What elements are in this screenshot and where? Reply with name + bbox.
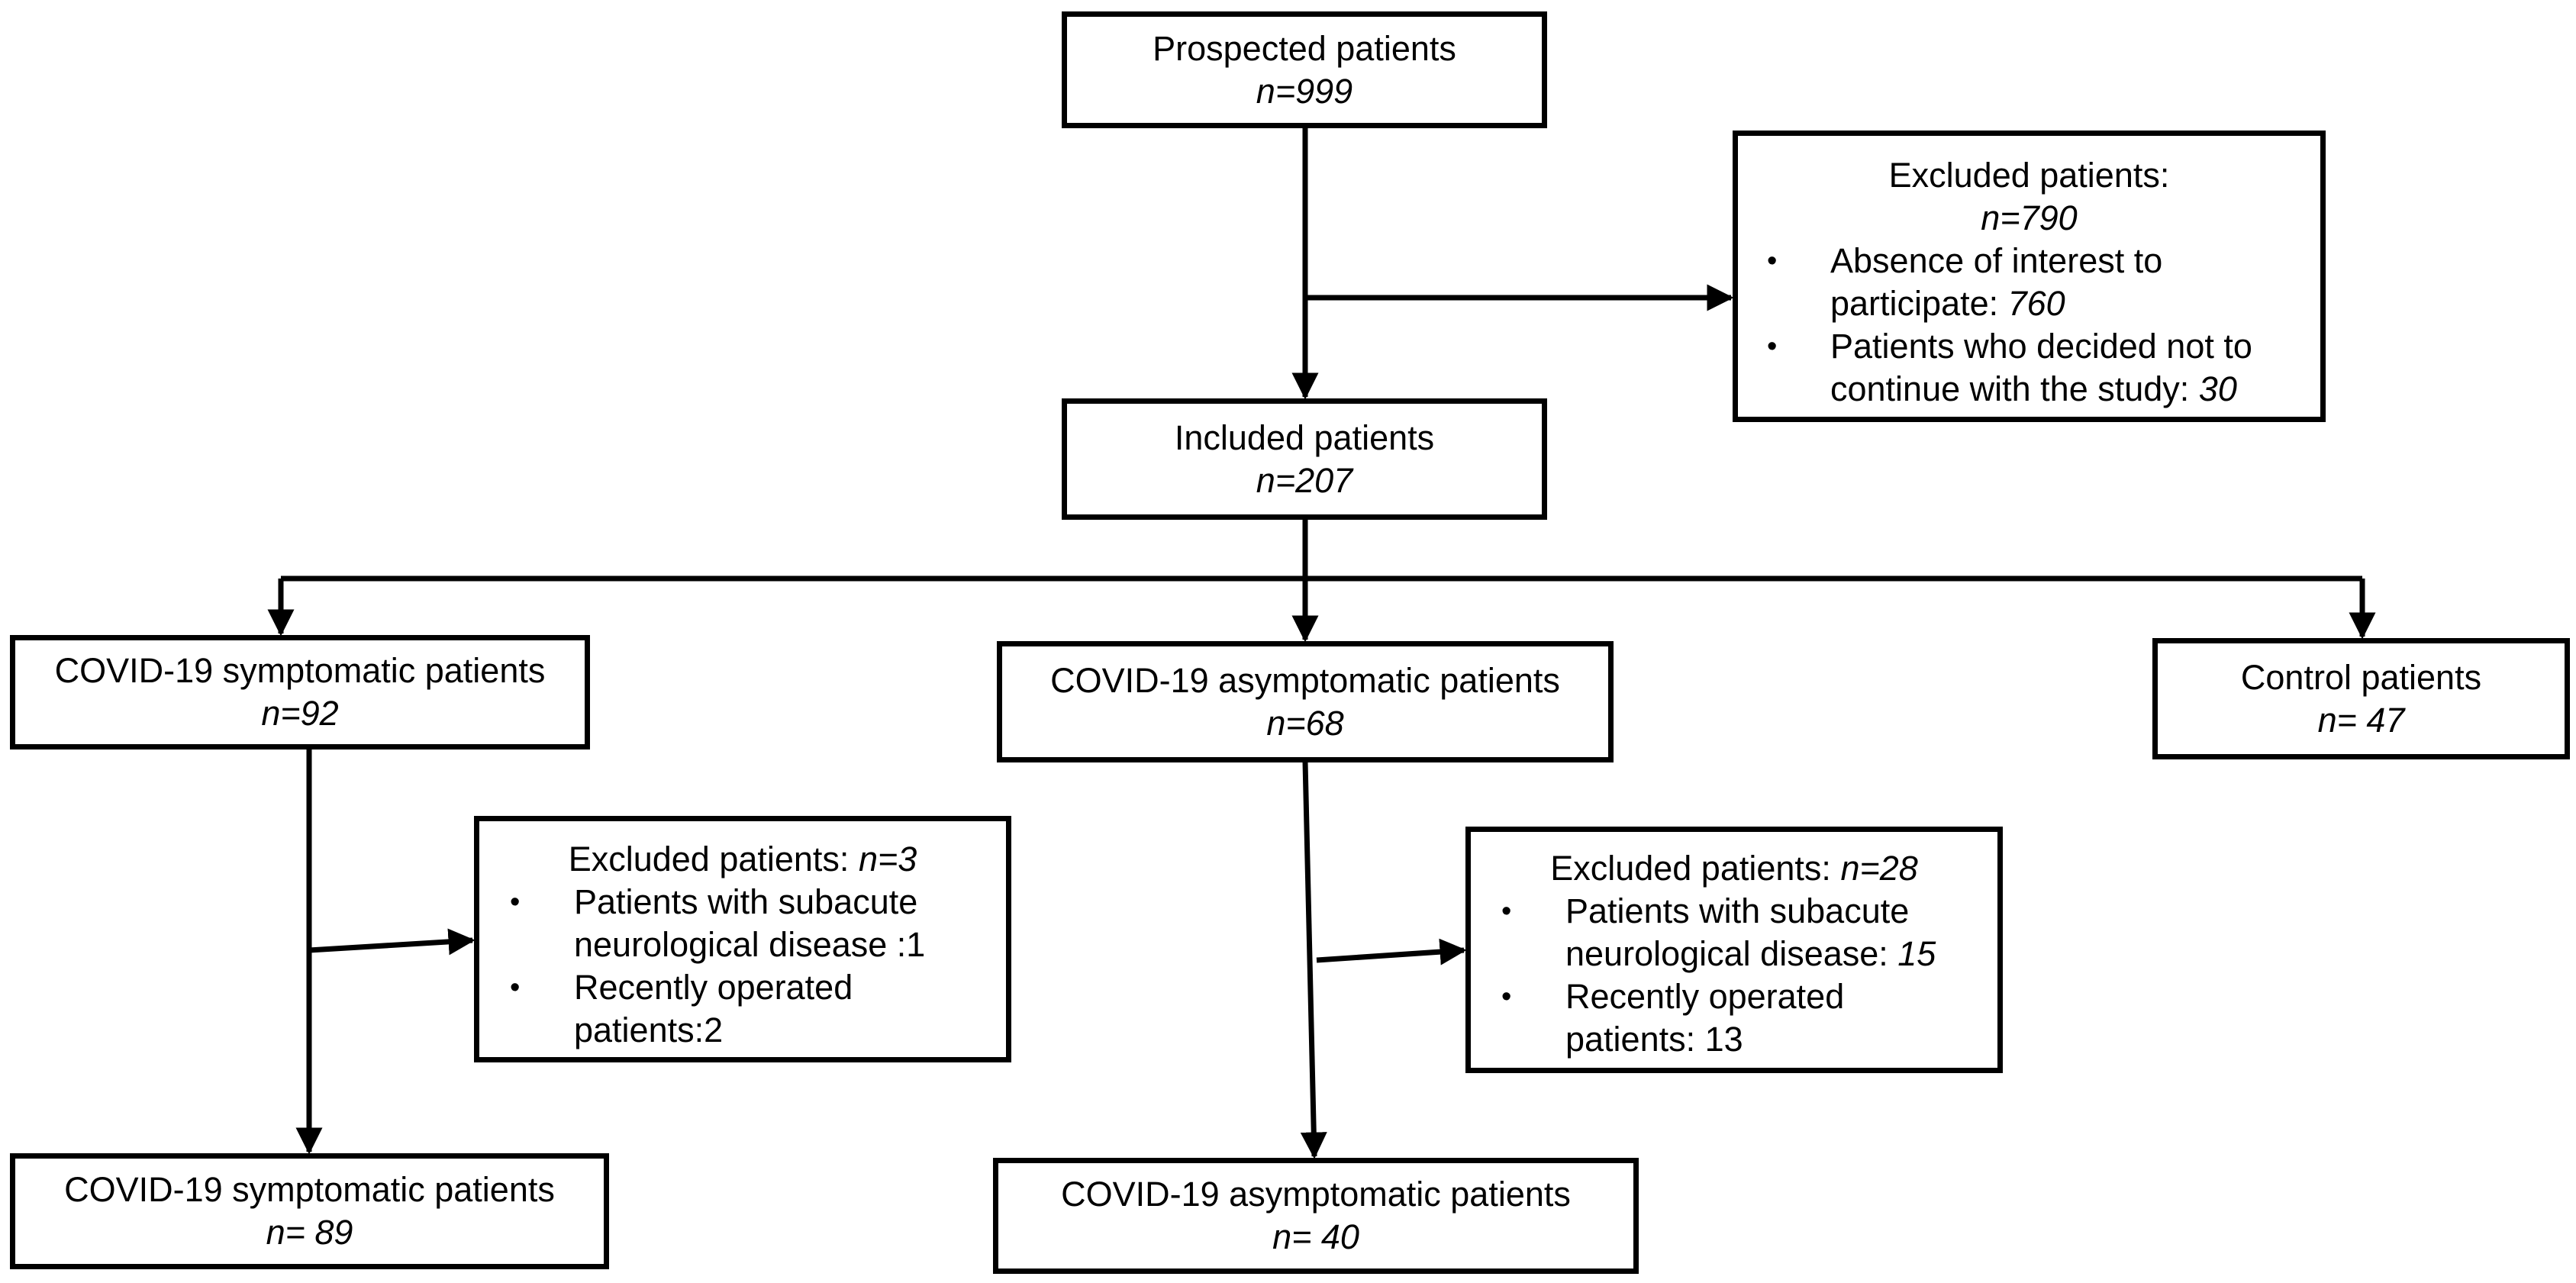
excluded-item-operated: • Recently operated patients: 13 <box>1471 975 1997 1061</box>
excluded-symptomatic-title: Excluded patients: n=3 <box>479 838 1006 881</box>
arrow-asymptomatic-to-final <box>1300 761 1327 1159</box>
bullet-icon: • <box>510 972 521 1004</box>
control-patients-count: n= 47 <box>2317 700 2405 740</box>
excluded-symptomatic-title-text: Excluded patients: <box>568 840 859 878</box>
symptomatic-patients-count: n=92 <box>261 694 339 733</box>
excluded-item-subacute: • Patients with subacute neurological di… <box>1471 890 1997 975</box>
included-patients-count: n=207 <box>1256 460 1353 500</box>
excluded-item-line2: patients: 13 <box>1565 1020 1743 1059</box>
excluded-item-no-interest: • Absence of interest to participate: 76… <box>1738 240 2320 325</box>
control-patients-box: Control patients n= 47 <box>2152 638 2570 759</box>
excluded-item-subacute: • Patients with subacute neurological di… <box>479 881 1006 966</box>
excluded-asymptomatic-box: Excluded patients: n=28 • Patients with … <box>1465 827 2003 1073</box>
excluded-item-discontinued: • Patients who decided not to continue w… <box>1738 325 2320 411</box>
symptomatic-final-box: COVID-19 symptomatic patients n= 89 <box>10 1153 609 1269</box>
excluded-item-line2: patients:2 <box>574 1011 724 1049</box>
excluded-item-line1: Absence of interest to <box>1830 241 2163 280</box>
prospected-patients-title: Prospected patients <box>1153 28 1456 68</box>
included-patients-title: Included patients <box>1174 417 1435 457</box>
bullet-icon: • <box>510 886 521 918</box>
excluded-patients-title: Excluded patients: <box>1888 156 2170 195</box>
bullet-icon: • <box>1767 330 1778 363</box>
bullet-icon: • <box>1501 981 1512 1013</box>
symptomatic-patients-title: COVID-19 symptomatic patients <box>54 651 546 690</box>
excluded-asymptomatic-count: n=28 <box>1840 849 1918 888</box>
excluded-patients-box: Excluded patients: n=790 • Absence of in… <box>1733 131 2326 422</box>
prospected-patients-count: n=999 <box>1256 71 1353 111</box>
excluded-symptomatic-list: • Patients with subacute neurological di… <box>479 881 1006 1052</box>
included-patients-box: Included patients n=207 <box>1062 398 1547 520</box>
excluded-item-operated: • Recently operated patients:2 <box>479 966 1006 1052</box>
excluded-item-line1: Patients with subacute <box>1565 891 1910 930</box>
asymptomatic-final-count: n= 40 <box>1272 1217 1359 1256</box>
excluded-item-line1: Recently operated <box>1565 977 1845 1016</box>
excluded-item-value: 15 <box>1897 934 1936 973</box>
symptomatic-final-title: COVID-19 symptomatic patients <box>64 1170 555 1209</box>
excluded-item-line1: Recently operated <box>574 968 853 1007</box>
excluded-asymptomatic-list: • Patients with subacute neurological di… <box>1471 890 1997 1061</box>
excluded-symptomatic-box: Excluded patients: n=3 • Patients with s… <box>474 816 1011 1062</box>
symptomatic-patients-box: COVID-19 symptomatic patients n=92 <box>10 635 590 749</box>
asymptomatic-patients-title: COVID-19 asymptomatic patients <box>1050 660 1560 700</box>
asymptomatic-final-box: COVID-19 asymptomatic patients n= 40 <box>993 1158 1639 1274</box>
excluded-symptomatic-count: n=3 <box>858 840 917 878</box>
asymptomatic-patients-count: n=68 <box>1266 703 1344 743</box>
bullet-icon: • <box>1501 895 1512 927</box>
control-patients-title: Control patients <box>2240 657 2482 697</box>
excluded-item-line2: neurological disease: <box>1565 934 1898 973</box>
excluded-asymptomatic-title: Excluded patients: n=28 <box>1471 847 1997 890</box>
symptomatic-final-count: n= 89 <box>266 1213 353 1252</box>
excluded-item-line2: neurological disease :1 <box>574 925 926 964</box>
excluded-item-line1: Patients with subacute <box>574 882 918 921</box>
excluded-item-line1: Patients who decided not to <box>1830 327 2252 366</box>
excluded-item-value: 760 <box>2007 284 2065 323</box>
excluded-item-value: 30 <box>2198 369 2237 408</box>
bullet-icon: • <box>1767 245 1778 277</box>
excluded-asymptomatic-title-text: Excluded patients: <box>1550 849 1841 888</box>
excluded-item-line2: continue with the study: <box>1830 369 2199 408</box>
excluded-item-line2: participate: <box>1830 284 2008 323</box>
arrow-to-excluded-symptomatic <box>308 928 476 956</box>
asymptomatic-patients-box: COVID-19 asymptomatic patients n=68 <box>997 641 1614 762</box>
excluded-patients-list: • Absence of interest to participate: 76… <box>1738 240 2320 411</box>
excluded-patients-count: n=790 <box>1981 198 2078 237</box>
asymptomatic-final-title: COVID-19 asymptomatic patients <box>1061 1175 1571 1214</box>
arrow-to-excluded-asymptomatic <box>1316 938 1467 965</box>
prospected-patients-box: Prospected patients n=999 <box>1062 11 1547 128</box>
